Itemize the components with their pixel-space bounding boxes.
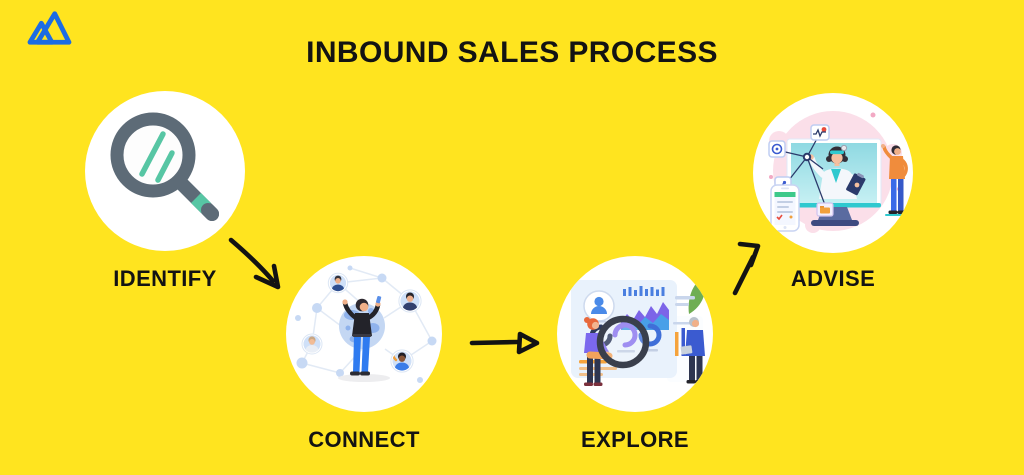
people-network-illustration — [295, 265, 437, 383]
text-line — [675, 296, 695, 300]
online-advisor-illustration — [768, 111, 911, 233]
doctor-figure — [808, 144, 866, 199]
leaf-decoration — [688, 276, 706, 314]
pink-dots — [769, 112, 901, 191]
heartbeat-icon — [810, 124, 830, 141]
avatar-right — [398, 289, 422, 313]
step-circle-identify — [85, 91, 245, 251]
avatar-top — [327, 272, 349, 294]
avatar-bottom-right — [390, 349, 414, 373]
magnifier-lens — [596, 315, 650, 369]
step-circle-advise — [753, 93, 913, 253]
step-label-advise: ADVISE — [790, 266, 876, 291]
monitor-base — [811, 220, 859, 226]
ground-shadow — [338, 374, 390, 382]
analytics-dashboard-illustration — [571, 276, 706, 386]
folder-icon — [816, 202, 834, 217]
smartphone — [770, 184, 800, 232]
avatar-left — [301, 333, 323, 355]
profile-widget — [583, 290, 615, 323]
magnifying-glass-icon — [110, 112, 219, 221]
step-circle-connect — [286, 256, 442, 412]
target-icon — [768, 140, 786, 158]
page-title: INBOUND SALES PROCESS — [306, 36, 718, 69]
step-label-explore: EXPLORE — [581, 427, 689, 452]
step-circle-explore — [557, 256, 713, 412]
network-nodes — [295, 265, 437, 383]
step-label-identify: IDENTIFY — [113, 266, 217, 291]
mini-bar-chart — [623, 286, 665, 296]
mountain-peaks-logo — [27, 11, 72, 45]
step-label-connect: CONNECT — [308, 427, 420, 452]
businessman-figure — [680, 317, 705, 384]
woman-figure — [342, 295, 382, 376]
text-line — [675, 303, 689, 306]
network-hub — [802, 152, 812, 162]
man-figure — [881, 144, 911, 216]
arrow-connect-to-explore — [469, 331, 540, 355]
